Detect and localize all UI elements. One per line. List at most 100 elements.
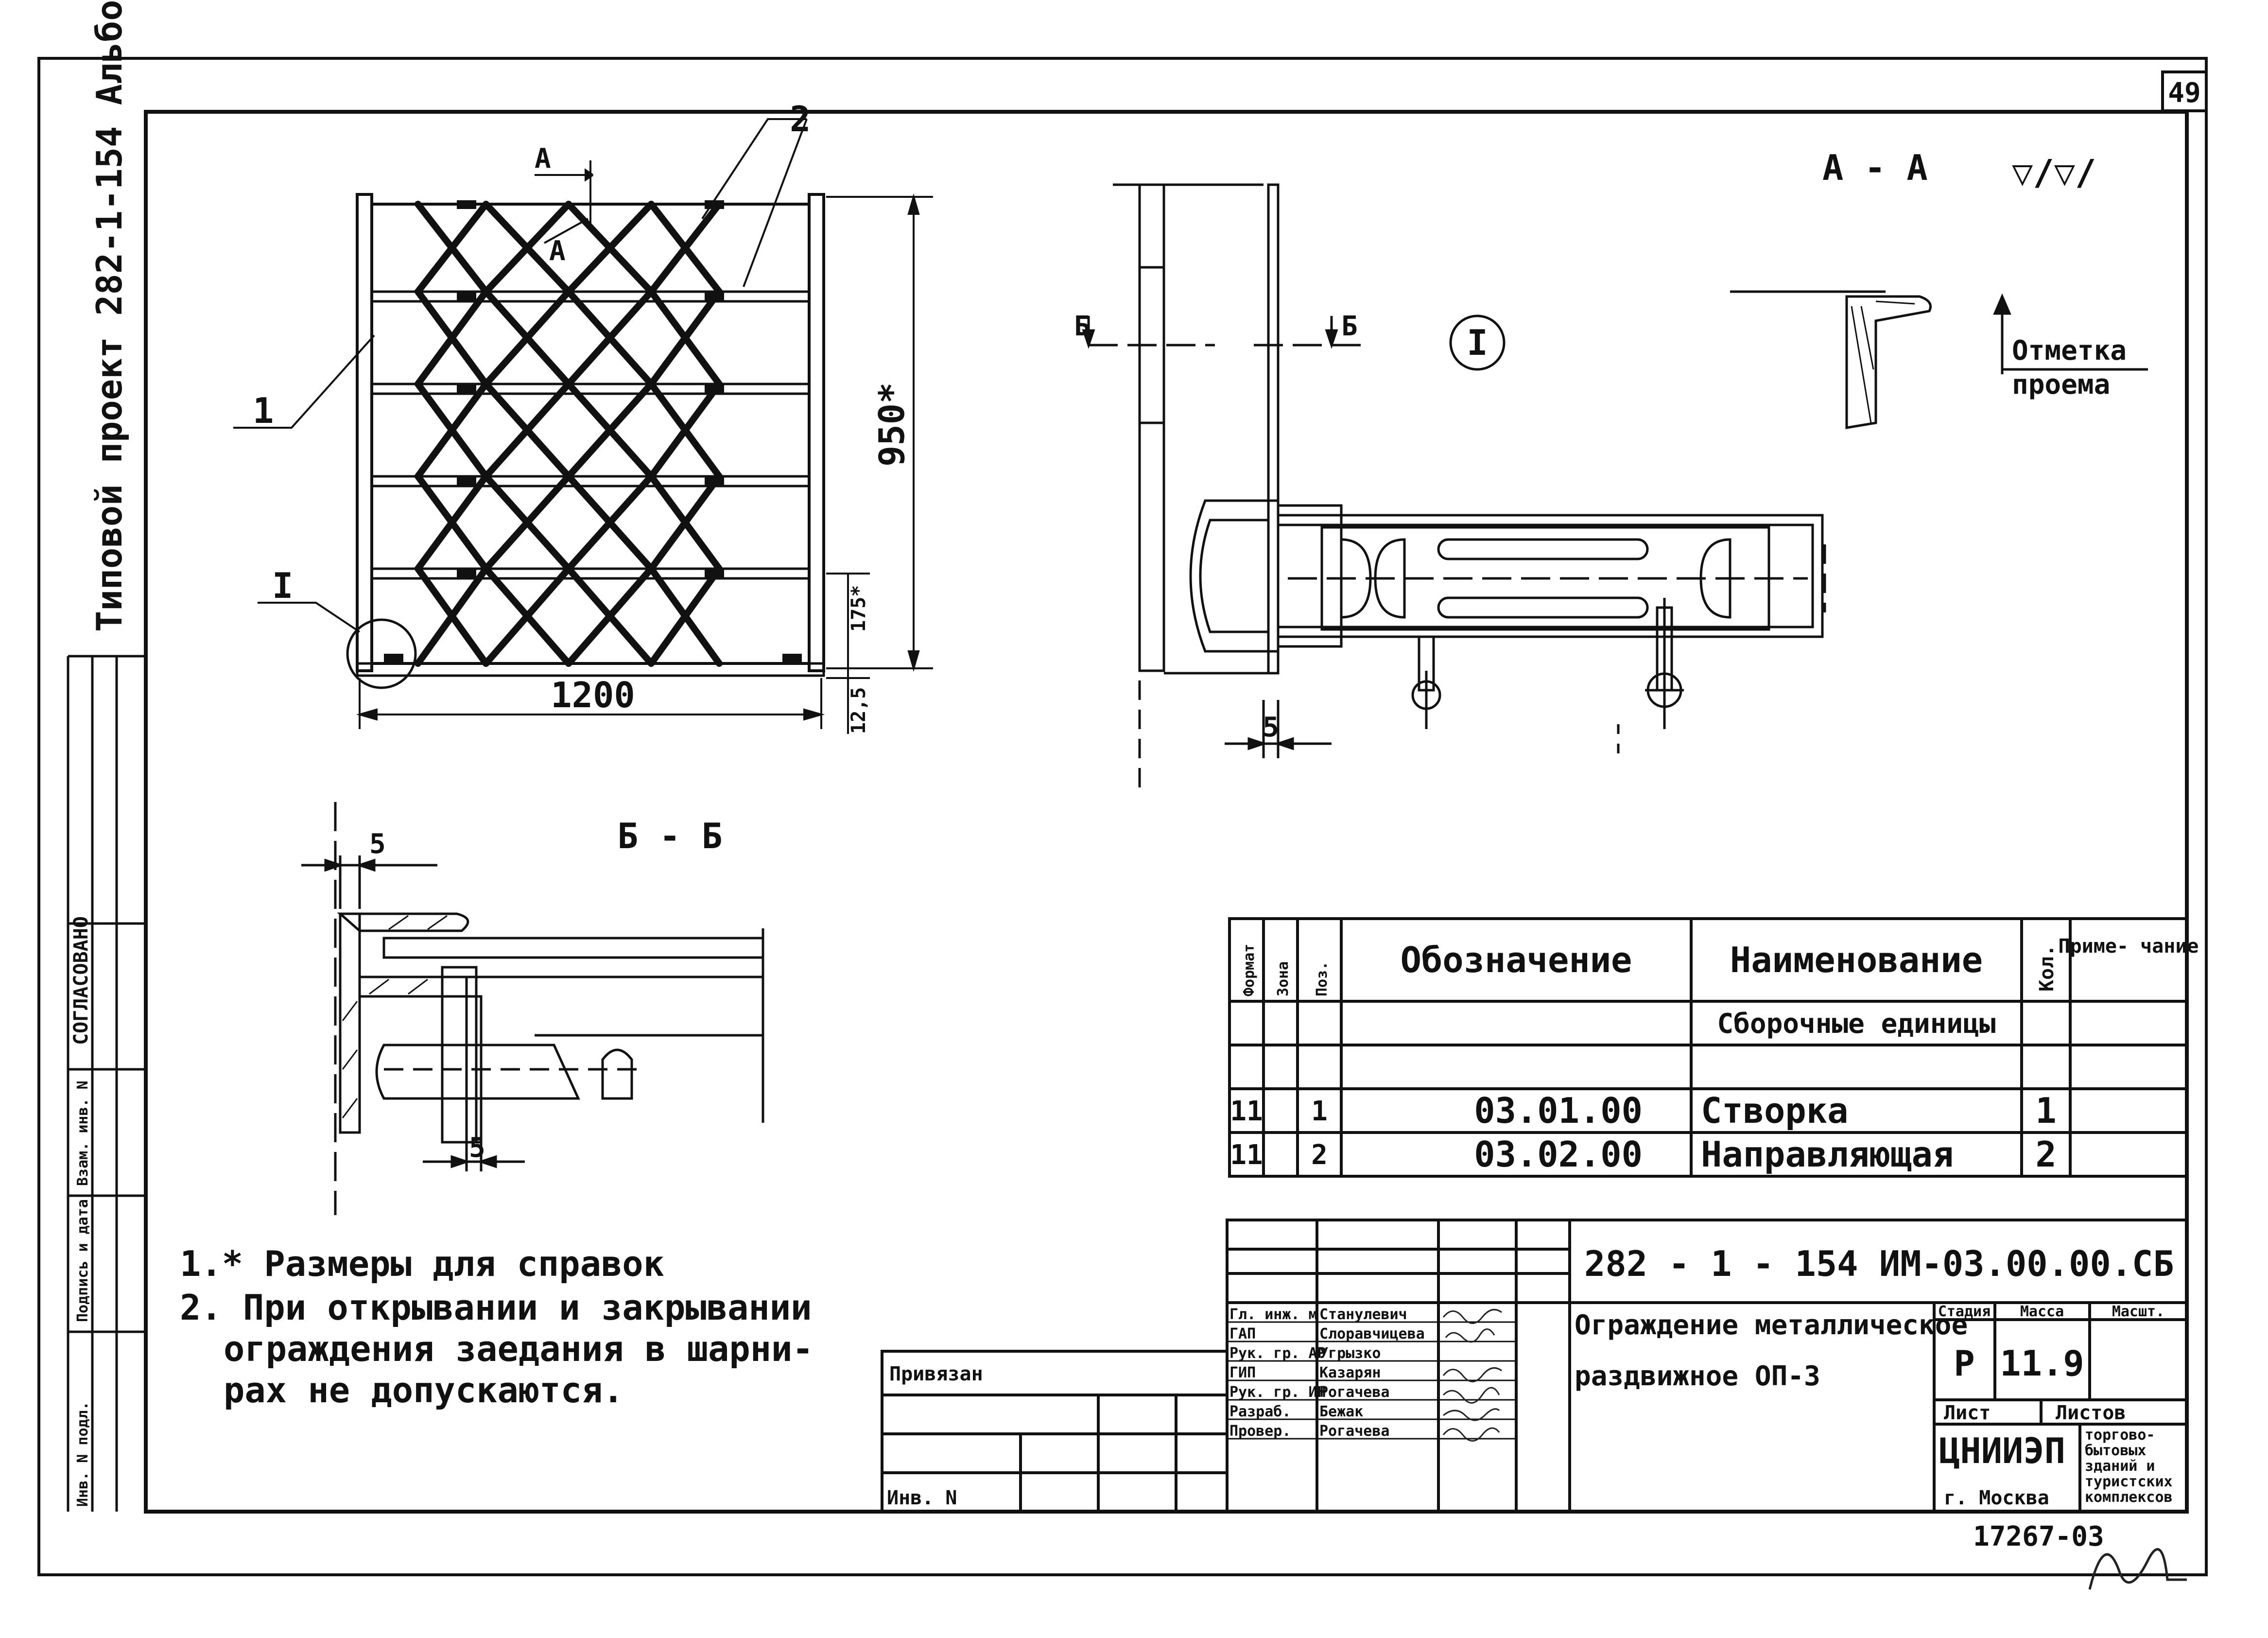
side-view [1082, 183, 1826, 787]
dim-width: 1200 [551, 675, 635, 715]
front-view [346, 193, 825, 689]
role-label: Разраб. [1229, 1403, 1291, 1420]
role-label: Провер. [1229, 1423, 1291, 1440]
dim-bottom-5: 5 [469, 1132, 485, 1164]
album-label: Типовой проект 282-1-154 Альбом 3 [89, 0, 130, 632]
role-label: Рук. гр. АР [1229, 1345, 1326, 1362]
org-description: торгово- бытовых зданий и туристских ком… [2085, 1427, 2173, 1506]
spec-header-format: Формат [1241, 944, 1258, 996]
title-line-1: Ограждение металлическое [1575, 1309, 1968, 1341]
note-line: рах не допускаются. [224, 1370, 624, 1411]
spec-header-pos: Поз. [1314, 961, 1331, 996]
spec-header-name: Наименование [1730, 940, 1983, 980]
org-desc-line: туристских [2085, 1473, 2173, 1490]
org-desc-line: торгово- [2085, 1427, 2155, 1444]
role-name: Казарян [1319, 1364, 1381, 1381]
spec-section-title: Сборочные единицы [1717, 1008, 1995, 1040]
spec-row-designation: 03.02.00 [1474, 1134, 1643, 1175]
note-line: 1.* Размеры для справок [180, 1243, 664, 1284]
role-label: ГАП [1229, 1325, 1256, 1342]
role-label: Рук. гр. ИН [1229, 1384, 1326, 1401]
mass-value: 11.9 [2000, 1343, 2084, 1384]
spec-row: 11 2 03.02.00 Направляющая 2 [1230, 1134, 2056, 1175]
org-desc-line: комплексов [2085, 1489, 2173, 1506]
spec-header-designation: Обозначение [1401, 940, 1632, 980]
cut-A-bottom: А [549, 235, 566, 267]
label-pos-1: 1 [253, 390, 274, 431]
sign-date-label: Подпись и дата [74, 1199, 91, 1322]
sheet-number: 49 [2168, 77, 2200, 109]
roughness-symbol: ▽/▽/ [2012, 152, 2096, 193]
stage-header: Стадия [1938, 1303, 1991, 1320]
left-post [356, 193, 373, 672]
bound-block [881, 1350, 1229, 1513]
label-pos-2: 2 [790, 99, 811, 139]
section-BB-title: Б - Б [617, 816, 723, 856]
note-line: 2. При открывании и закрывании [180, 1287, 812, 1328]
replace-inv-label: Взам. инв. N [74, 1080, 91, 1186]
spec-header-qty: Кол. [2036, 945, 2058, 992]
role-name: Рогачева [1319, 1384, 1390, 1401]
role-name: Слоравчицева [1319, 1325, 1425, 1342]
mass-header: Масса [2020, 1303, 2064, 1320]
role-name: Угрызко [1319, 1345, 1381, 1362]
horizontal-bars [372, 290, 809, 580]
cut-B-right: Б [1341, 311, 1358, 342]
dim-bottom-bay: 175* [848, 585, 870, 632]
org-city: г. Москва [1944, 1487, 2049, 1509]
bound-label: Привязан [889, 1363, 983, 1385]
staff-roles: Гл. инж. м Станулевич ГАП Слоравчицева Р… [1229, 1306, 1425, 1440]
label-detail-I: I [272, 565, 293, 606]
dim-base: 12,5 [848, 687, 870, 734]
archive-number: 17267-03 [1973, 1521, 2104, 1552]
scale-header: Масшт. [2112, 1303, 2164, 1320]
inv-label: Инв. N [887, 1487, 957, 1509]
spec-table [1228, 917, 2188, 1178]
spec-row-qty: 1 [2035, 1090, 2056, 1131]
org-desc-line: бытовых [2085, 1442, 2146, 1459]
note-line: ограждения заедания в шарни- [224, 1328, 814, 1369]
spec-row-format: 11 [1230, 1139, 1263, 1171]
inv-orig-label: Инв. N подл. [74, 1401, 91, 1507]
spec-header-note: Приме- чание [2059, 935, 2199, 958]
section-AA [1730, 290, 2148, 429]
org-name: ЦНИИЭП [1939, 1430, 2065, 1471]
document-code: 282 - 1 - 154 ИМ-03.00.00.СБ [1584, 1243, 2174, 1284]
front-view-dimensions [233, 118, 933, 734]
dim-top-5: 5 [369, 828, 386, 860]
stage-value: Р [1954, 1343, 1974, 1384]
scissor-lattice [414, 201, 724, 667]
spec-row-format: 11 [1230, 1096, 1263, 1127]
cut-B-left: Б [1074, 311, 1091, 342]
role-label: Гл. инж. м [1229, 1306, 1317, 1323]
sheets-label: Листов [2056, 1402, 2126, 1424]
approved-label: СОГЛАСОВАНО [70, 916, 92, 1045]
role-label: ГИП [1229, 1364, 1256, 1381]
sheet-number-box: 49 [2161, 70, 2208, 112]
detail-I-marker: I [1449, 314, 1506, 371]
dim-height: 950* [871, 383, 912, 467]
section-BB-hatch [342, 915, 448, 1118]
spec-row-pos: 2 [1311, 1139, 1328, 1171]
dim-gap-5: 5 [1263, 712, 1279, 743]
spec-row-name: Створка [1701, 1090, 1848, 1131]
org-desc-line: зданий и [2085, 1458, 2155, 1475]
section-AA-title: А - А [1822, 147, 1928, 188]
notes: 1.* Размеры для справок 2. При открывани… [180, 1243, 814, 1411]
spec-row-designation: 03.01.00 [1474, 1090, 1643, 1131]
spec-row-qty: 2 [2035, 1134, 2056, 1175]
spec-row: 11 1 03.01.00 Створка 1 [1230, 1090, 2056, 1131]
signatures [1442, 1308, 2187, 1590]
role-name: Станулевич [1319, 1306, 1407, 1323]
section-BB [301, 802, 764, 1215]
role-name: Рогачева [1319, 1423, 1390, 1440]
spec-header-zone: Зона [1275, 961, 1292, 996]
detail-I-label: I [1467, 322, 1488, 363]
title-line-2: раздвижное ОП-3 [1575, 1360, 1820, 1392]
sheet-label: Лист [1944, 1402, 1991, 1424]
role-name: Бежак [1319, 1403, 1363, 1420]
left-stamp-block [67, 655, 147, 1512]
right-post [808, 193, 825, 672]
mark-label-1: Отметка [2012, 335, 2127, 366]
